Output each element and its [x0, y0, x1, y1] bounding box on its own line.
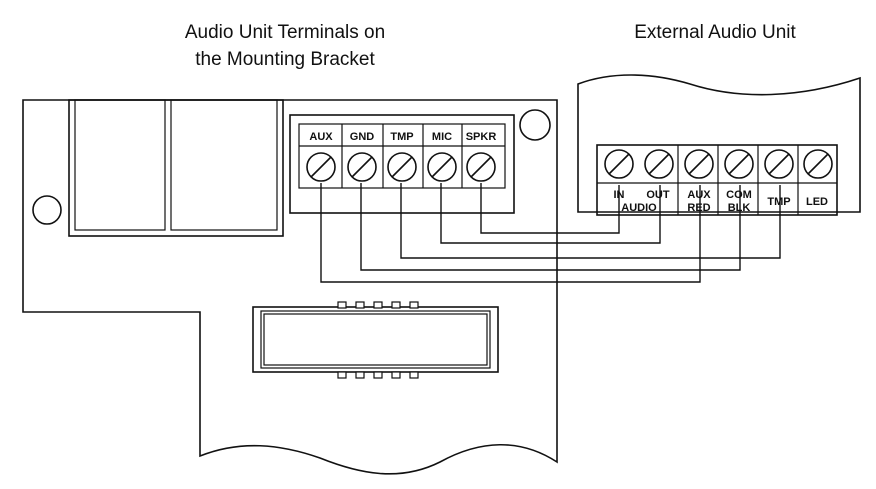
bracket-terminal-block	[289, 114, 515, 214]
external-terminal-block	[596, 144, 838, 216]
bracket-title-line2: the Mounting Bracket	[195, 49, 375, 70]
external-label-red: RED	[687, 202, 710, 214]
screw-terminal-icon	[764, 149, 794, 179]
wire-gnd-to-com-blk	[360, 183, 741, 271]
external-label-led: LED	[806, 196, 828, 208]
connector-pin	[355, 371, 365, 379]
external-label-com: COM	[726, 189, 752, 201]
bracket-connector	[252, 301, 499, 379]
bracket-title-line1: Audio Unit Terminals on	[185, 22, 385, 43]
connector-pin	[373, 301, 383, 309]
screw-terminal-icon	[724, 149, 754, 179]
bracket-cutout-outer	[68, 99, 284, 237]
screw-terminal-icon	[306, 152, 336, 182]
external-unit-outline	[577, 74, 861, 213]
wire-aux-to-aux-red	[320, 183, 701, 283]
bracket-cutout-left	[74, 99, 166, 231]
external-label-out: OUT	[646, 189, 670, 201]
screw-terminal-icon	[466, 152, 496, 182]
external-label-tmp: TMP	[767, 196, 790, 208]
wire-mic-to-out	[440, 183, 661, 244]
screw-terminal-icon	[684, 149, 714, 179]
screw-terminal-icon	[387, 152, 417, 182]
wire-spkr-to-in	[480, 183, 620, 234]
bracket-terminal-label-mic: MIC	[432, 131, 452, 143]
wire-tmp-to-tmp	[400, 183, 781, 259]
screw-terminal-icon	[347, 152, 377, 182]
connector-pin	[391, 301, 401, 309]
connector-pin	[409, 371, 419, 379]
connector-pin	[337, 371, 347, 379]
screw-terminal-icon	[427, 152, 457, 182]
connector-pin	[355, 301, 365, 309]
connector-pins	[337, 301, 419, 379]
connector-pin	[373, 371, 383, 379]
bracket-terminal-label-spkr: SPKR	[466, 131, 497, 143]
connector-pin	[391, 371, 401, 379]
wires	[320, 183, 781, 283]
bracket-terminal-label-tmp: TMP	[390, 131, 413, 143]
external-label-blk: BLK	[728, 202, 751, 214]
bracket-cutout-right	[170, 99, 278, 231]
screw-terminal-icon	[604, 149, 634, 179]
mounting-bracket-outline	[22, 99, 558, 475]
bracket-terminal-label-gnd: GND	[350, 131, 375, 143]
screw-terminal-icon	[803, 149, 833, 179]
connector-pin	[409, 301, 419, 309]
bracket-terminal-label-aux: AUX	[309, 131, 333, 143]
bracket-hole-left	[32, 195, 62, 225]
screw-terminal-icon	[644, 149, 674, 179]
external-unit-title: External Audio Unit	[634, 22, 796, 43]
bracket-hole-right	[519, 109, 551, 141]
connector-pin	[337, 301, 347, 309]
external-label-audio: AUDIO	[621, 202, 657, 214]
